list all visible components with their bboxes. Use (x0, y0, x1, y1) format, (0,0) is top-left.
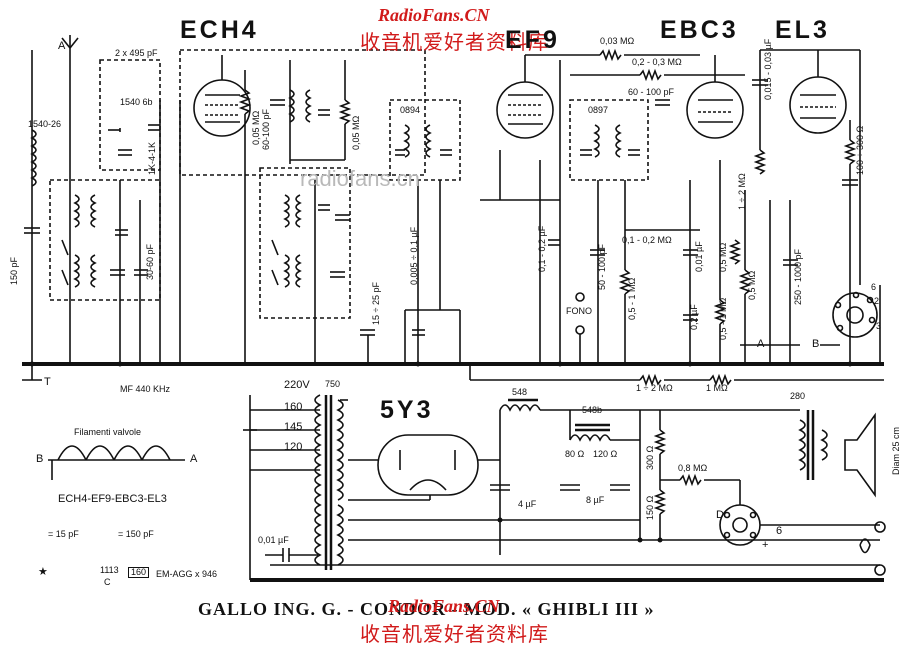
tube-label-5y3: 5Y3 (380, 396, 434, 424)
label-res-1-2m: 1 ÷ 2 MΩ (737, 173, 747, 210)
legend-1113: 1113 (100, 565, 119, 575)
label-coil-1540-6b: 1540 6b (120, 97, 153, 107)
label-antenna: A (58, 40, 66, 52)
label-res-150: 150 Ω (645, 495, 655, 520)
legend-15pf: = 15 pF (48, 529, 79, 539)
label-cap-2x495: 2 x 495 pF (115, 48, 158, 58)
label-cap-01-02: 0,1 - 0,2 µF (537, 225, 547, 272)
label-cap-60-100-ech: 60-100 pF (261, 108, 271, 150)
label-filament-tubes: ECH4-EF9-EBC3-EL3 (58, 493, 167, 505)
label-filament-b: B (36, 453, 44, 465)
label-socket-plus: + (762, 539, 769, 551)
label-if-0897: 0897 (588, 105, 609, 115)
tube-label-ech4: ECH4 (180, 16, 259, 44)
label-out-280: 280 (790, 391, 806, 401)
watermark-faint: radiofans.cn (300, 166, 420, 191)
watermark-brand-top: RadioFans.CN (378, 5, 490, 25)
speaker-icon (844, 412, 876, 498)
watermark-chinese-bottom: 收音机爱好者资料库 (360, 622, 549, 646)
label-filament-title: Filamenti valvole (74, 427, 142, 437)
legend-160: 160 (128, 567, 150, 578)
label-pin-3: 3 (876, 321, 882, 331)
label-cap-8uf: 8 µF (586, 495, 605, 505)
label-res-05-1m-b: 0,5 - 1 MΩ (718, 297, 728, 340)
label-res-1m: 1 MΩ (706, 383, 728, 393)
label-ground: T (44, 376, 51, 388)
label-res-05-1: 0,5 - 1 MΩ (627, 277, 637, 320)
label-res-1-2m-bottom: 1 ÷ 2 MΩ (636, 383, 673, 393)
tube-el3 (789, 76, 847, 134)
label-choke-548b: 548b (582, 405, 603, 415)
label-cap-15-25: 15 ÷ 25 pF (371, 282, 381, 325)
label-filament-a: A (190, 453, 198, 465)
label-cap-001: 0,01 µF (694, 241, 704, 272)
label-res-02-03: 0,2 - 0,3 MΩ (632, 57, 682, 67)
label-if-0894: 0894 (400, 105, 421, 115)
output-socket (719, 504, 761, 546)
tube-label-ef9: EF9 (505, 26, 560, 54)
tube-ebc3 (686, 81, 744, 139)
label-pin-2: 2 (874, 296, 880, 306)
label-cap-30-60: 30-60 pF (145, 243, 155, 280)
label-750: 750 (325, 379, 341, 389)
label-res-300: 300 Ω (645, 445, 655, 470)
tube-5y3 (377, 434, 479, 496)
label-point-a: A (757, 338, 765, 350)
legend-star-icon: ★ (38, 566, 48, 578)
label-cap-250-1000: 250 - 1000 pF (793, 248, 803, 305)
label-v220: 220V (284, 379, 310, 391)
tube-ef9 (496, 81, 554, 139)
label-res-003m: 0,03 MΩ (600, 36, 635, 46)
label-v145: 145 (284, 421, 303, 433)
label-socket-d: D (716, 509, 724, 521)
label-res-05m: 0,5 MΩ (718, 242, 728, 272)
tube-label-el3: EL3 (775, 16, 830, 44)
label-cap-60-100-ebc: 60 - 100 pF (628, 87, 675, 97)
label-choke-548: 548 (512, 387, 528, 397)
label-res-80: 80 Ω (565, 449, 585, 459)
label-cap-1k: 1K-4-1K (147, 141, 157, 175)
watermark-brand-bottom: RadioFans.CN (388, 596, 500, 616)
label-res-100-300: 100 ÷ 300 Ω (855, 125, 865, 175)
tube-label-ebc3: EBC3 (660, 16, 739, 44)
label-res-005m-b: 0,05 MΩ (351, 115, 361, 150)
label-pin-6: 6 (871, 282, 877, 292)
label-cap-150pf: 150 pF (9, 256, 19, 285)
label-if-freq: MF 440 KHz (120, 384, 171, 394)
label-socket-6: 6 (776, 525, 783, 537)
label-v120: 120 (284, 441, 303, 453)
label-coil-1540-26: 1540-26 (28, 119, 62, 129)
label-cap-0005-01: 0,005 ÷ 0,1 µF (409, 226, 419, 285)
label-v160: 160 (284, 401, 303, 413)
legend-em: EM-AGG x 946 (156, 569, 218, 579)
label-cap-0015-003: 0,015 - 0,03 µF (763, 38, 773, 100)
label-res-05m-b: 0,5 MΩ (747, 270, 757, 300)
watermark-chinese-top: 收音机爱好者资料库 (360, 30, 549, 54)
label-cap-02uf: 0,2 µF (689, 304, 699, 330)
label-cap-50-100: 50 - 100 pF (597, 243, 607, 290)
label-res-08m: 0,8 MΩ (678, 463, 708, 473)
label-res-005m: 0,05 MΩ (251, 110, 261, 145)
label-res-01-02: 0,1 - 0,2 MΩ (622, 235, 672, 245)
legend-150pf: = 150 pF (118, 529, 154, 539)
label-fono: FONO (566, 306, 592, 316)
label-speaker: Diam 25 cm (891, 426, 901, 475)
label-res-120: 120 Ω (593, 449, 618, 459)
label-cap-4uf: 4 µF (518, 499, 537, 509)
label-point-b: B (812, 338, 820, 350)
label-cap-001uf: 0,01 µF (258, 535, 289, 545)
legend-c: C (104, 577, 111, 587)
caption: GALLO ING. G. - CONDOR - MOD. « GHIBLI I… (198, 599, 655, 619)
